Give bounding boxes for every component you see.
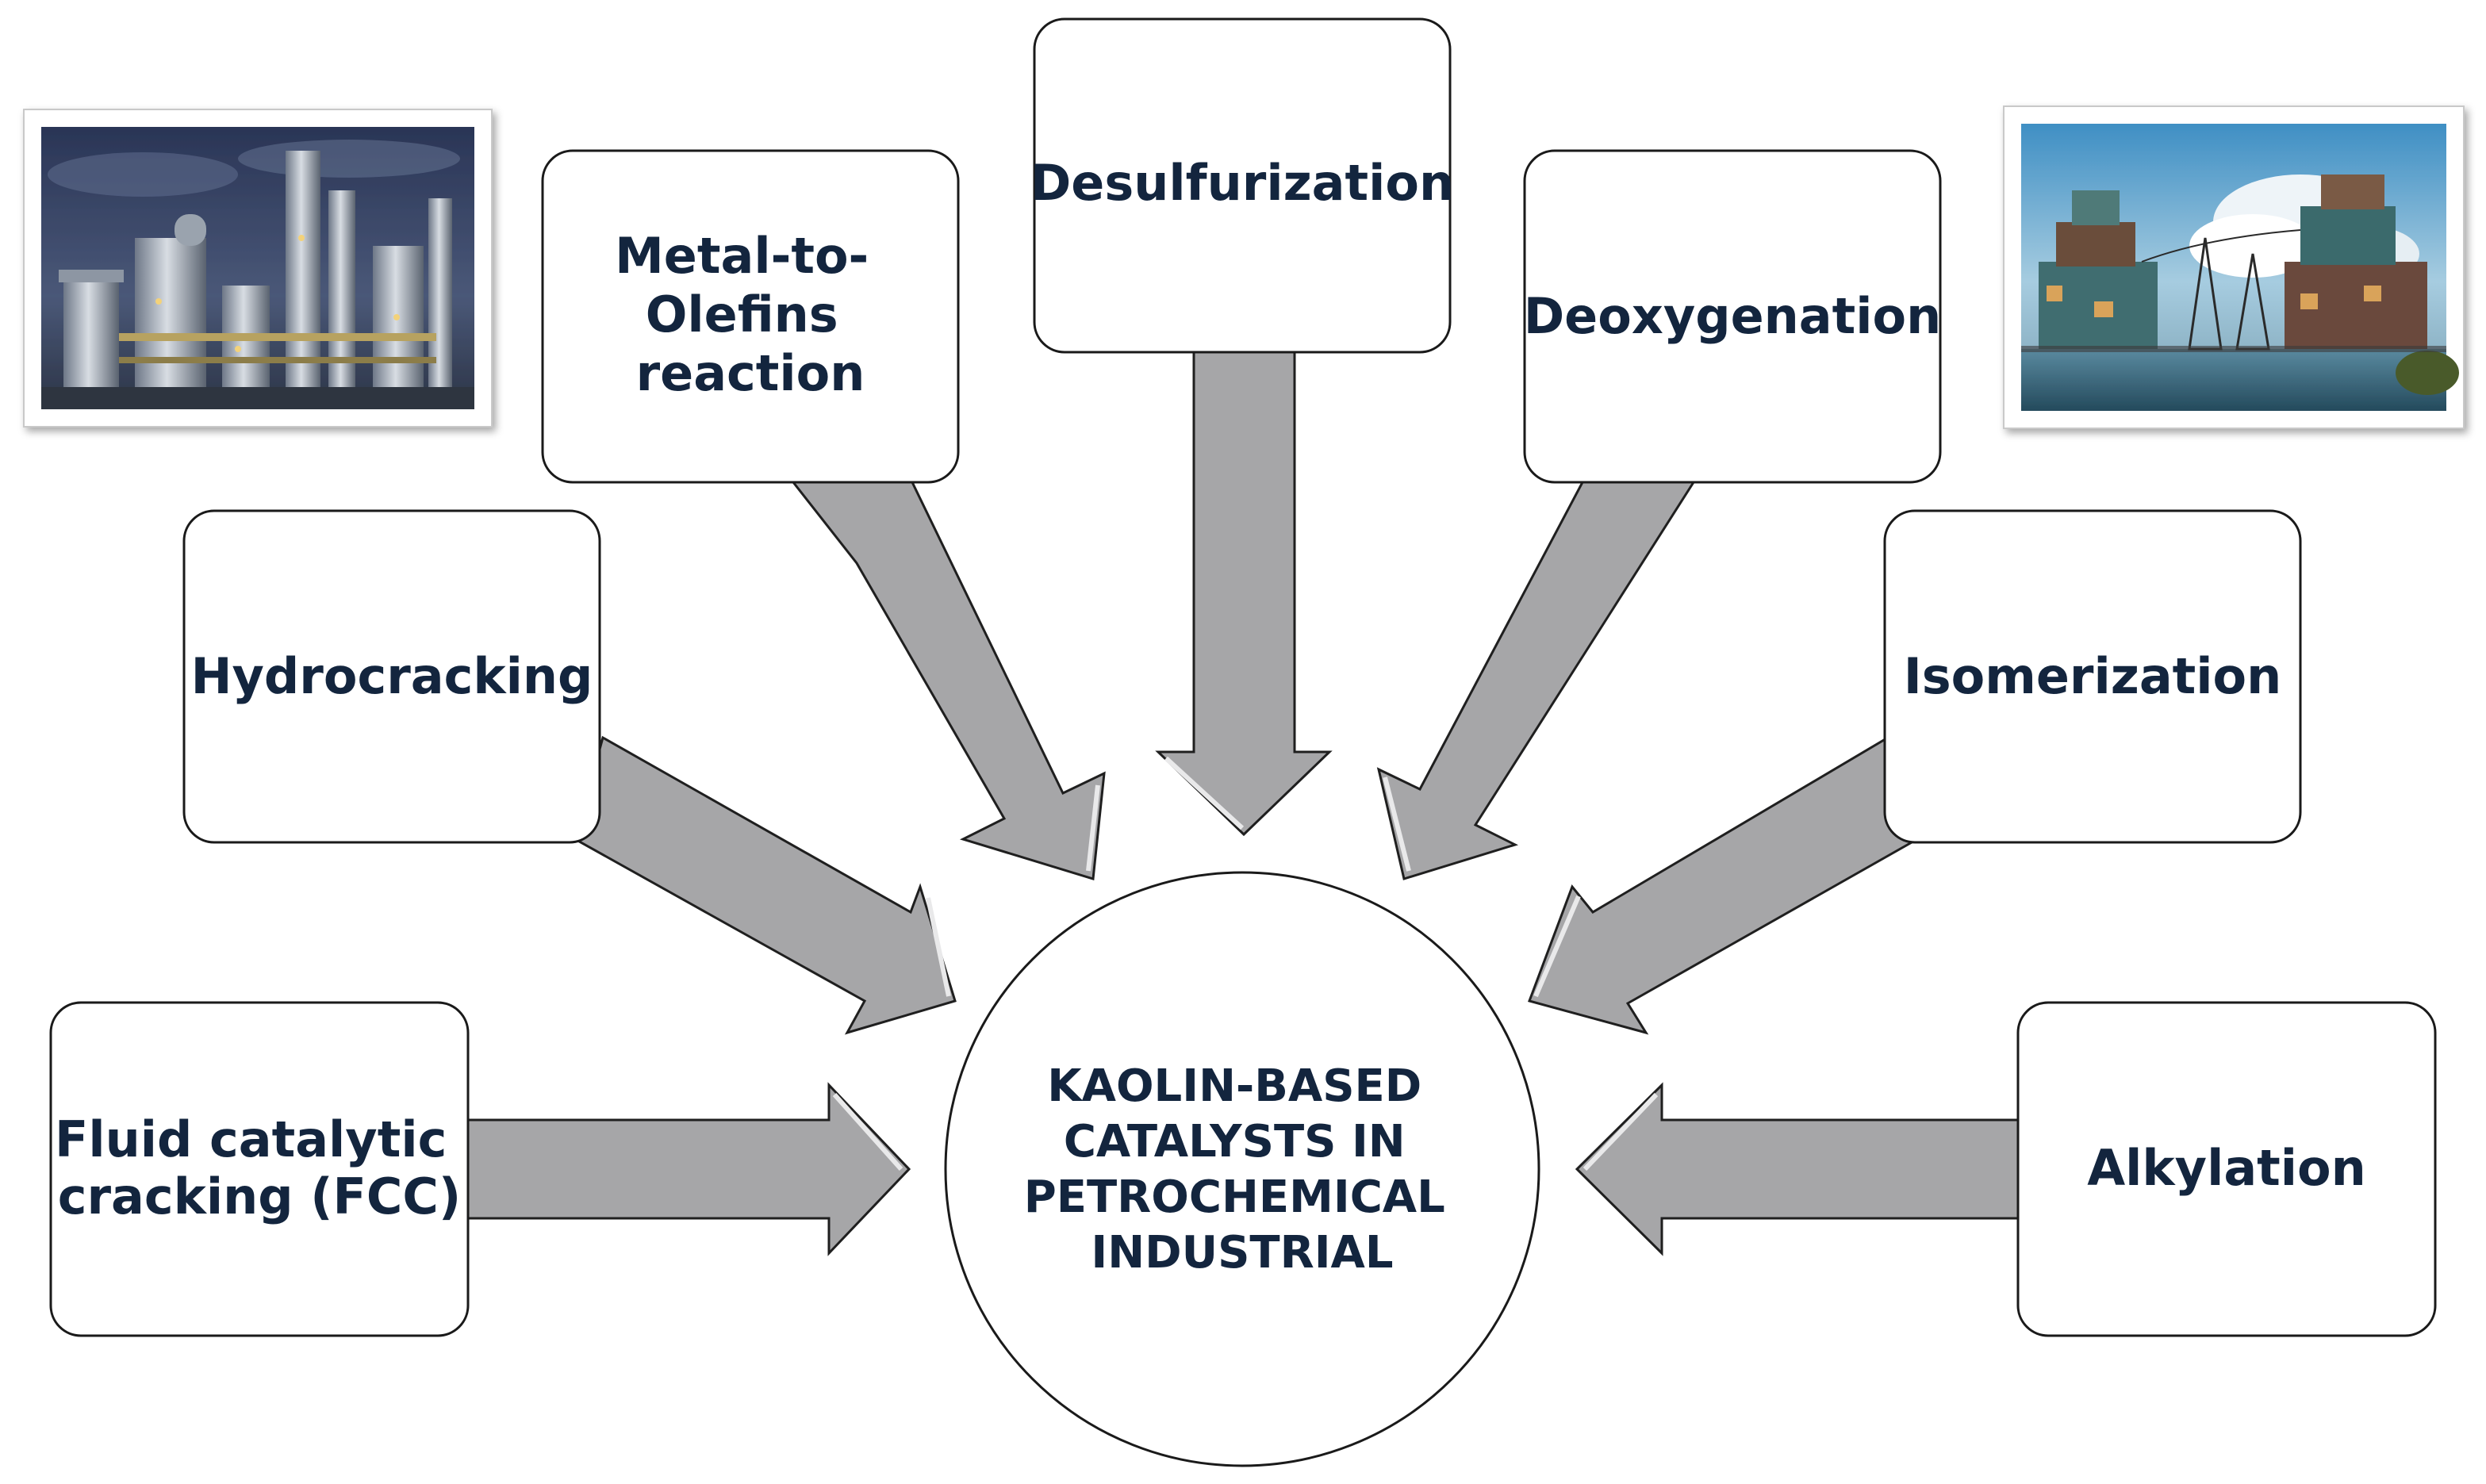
process-label: Hydrocracking [191, 647, 593, 705]
process-label-line: Fluid catalytic [55, 1110, 447, 1168]
process-box-desulfurization: Desulfurization [1030, 17, 1454, 354]
arrow-isomerization [1528, 735, 1913, 1035]
process-label-line: reaction [636, 344, 865, 402]
process-label-line: Metal-to- [615, 227, 869, 285]
center-title-line: KAOLIN-BASED [1047, 1060, 1421, 1112]
arrow-fcc [466, 1082, 911, 1256]
process-box-fcc: Fluid catalytic cracking (FCC) [49, 1001, 470, 1337]
process-box-deoxygenation: Deoxygenation [1523, 149, 1942, 484]
arrows [466, 351, 2020, 1256]
process-label-line: Olefins [646, 286, 838, 343]
svg-text:Metal-to- Olefins: Metal-to- Olefins reaction [615, 227, 886, 402]
process-label: Isomerization [1904, 647, 2282, 705]
process-box-alkylation: Alkylation [2016, 1001, 2437, 1337]
arrow-deoxygenation [1376, 481, 1696, 880]
center-title-line: CATALYSTS IN [1064, 1116, 1406, 1168]
arrow-alkylation [1575, 1082, 2020, 1256]
center-title-line: INDUSTRIAL [1091, 1227, 1393, 1279]
refinery-image [23, 109, 493, 428]
svg-text:KAOLIN-BASED CATALYSTS I: KAOLIN-BASED CATALYSTS IN PETROCHEMICAL … [1024, 1060, 1461, 1279]
arrow-hydrocracking [574, 735, 957, 1035]
process-label: Alkylation [2087, 1139, 2366, 1197]
process-label: Desulfurization [1030, 154, 1454, 212]
center-node: KAOLIN-BASED CATALYSTS IN PETROCHEMICAL … [944, 871, 1540, 1467]
svg-text:Fluid catalytic cracking: Fluid catalytic cracking (FCC) [55, 1110, 464, 1225]
process-label-line: cracking (FCC) [58, 1168, 462, 1225]
arrow-metal-to-olefins [790, 481, 1106, 880]
process-box-hydrocracking: Hydrocracking [182, 509, 601, 844]
process-label: Deoxygenation [1524, 287, 1942, 345]
center-title-line: PETROCHEMICAL [1024, 1171, 1445, 1223]
arrow-desulfurization [1155, 351, 1333, 837]
process-box-metal-to-olefins: Metal-to- Olefins reaction [541, 149, 960, 484]
floating-town-image [2003, 105, 2465, 429]
process-box-isomerization: Isomerization [1883, 509, 2302, 844]
